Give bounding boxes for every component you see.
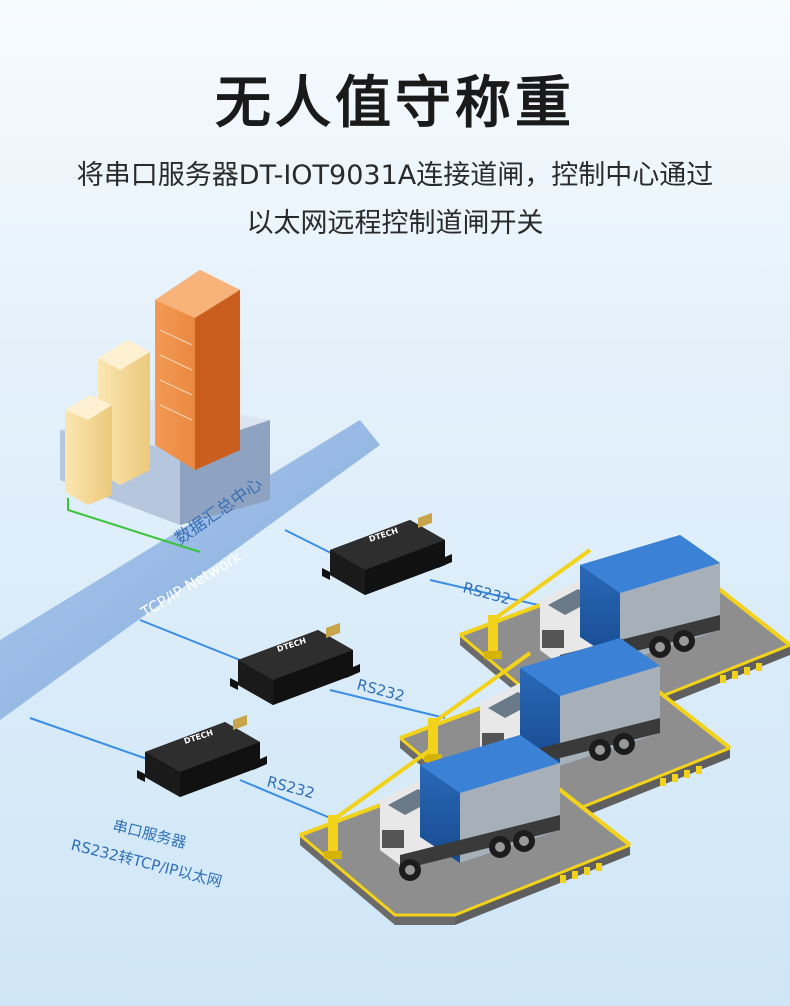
tcp-ip-network-band [0,420,380,720]
serial-server-device-1 [322,512,452,595]
subtitle-line-1: 将串口服务器DT-IOT9031A连接道闸，控制中心通过 [76,160,714,191]
serial-server-device-3 [137,714,267,797]
link-line-2 [139,619,241,661]
page-title: 无人值守称重 [215,71,575,136]
rs232-label-3: RS232 [265,772,317,802]
rs232-label-2: RS232 [355,675,407,705]
rs232-line-2 [329,689,446,719]
link-line-1 [284,529,336,556]
subtitle-line-2: 以太网远程控制道闸开关 [246,208,544,239]
device-caption-line-2: RS232转TCP/IP以太网 [69,836,224,891]
data-center-buildings [60,270,270,525]
green-connection-line [67,498,201,553]
device-caption-line-1: 串口服务器 [111,816,188,852]
link-line-3 [29,717,151,761]
rs232-line-3 [239,779,336,821]
rs232-label-1: RS232 [461,578,513,608]
